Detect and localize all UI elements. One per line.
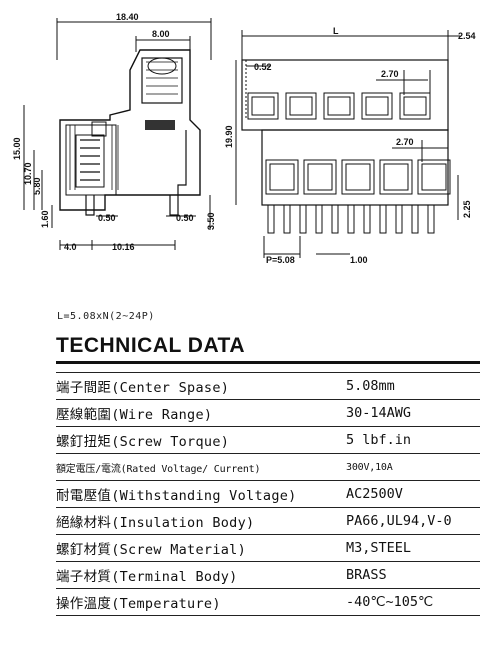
spec-label: 端子材質(Terminal Body) [56, 561, 332, 589]
spec-value: BRASS [332, 561, 480, 589]
dim-offset-052: 0.52 [254, 62, 272, 72]
dim-pin-050-left: 0.50 [98, 213, 116, 223]
spec-label: 操作溫度(Temperature) [56, 588, 332, 616]
top-screw-row [247, 92, 431, 120]
spec-label: 端子間距(Center Spase) [56, 372, 332, 400]
table-row: 端子間距(Center Spase)5.08mm [56, 372, 480, 400]
table-row: 額定電压/電流(Rated Voltage/ Current)300V,10A [56, 453, 480, 481]
spec-value: AC2500V [332, 480, 480, 508]
spec-value: PA66,UL94,V-0 [332, 507, 480, 535]
dim-height-15: 15.00 [12, 137, 22, 160]
side-view-labels: 18.40 8.00 15.00 10.70 5.80 1.60 0.50 0.… [12, 12, 216, 252]
table-row: 耐電壓值(Withstanding Voltage)AC2500V [56, 480, 480, 508]
spec-value: -40℃~105℃ [332, 588, 480, 616]
dim-height-1070: 10.70 [23, 162, 33, 185]
dim-height-225: 2.25 [462, 200, 472, 218]
dim-height-160: 1.60 [40, 210, 50, 228]
spec-value: 30-14AWG [332, 399, 480, 427]
page-title: TECHNICAL DATA [56, 334, 245, 357]
spec-value: 5 lbf.in [332, 426, 480, 454]
dim-span-1016: 10.16 [112, 242, 135, 252]
dim-height-580: 5.80 [32, 177, 42, 195]
spec-value: M3,STEEL [332, 534, 480, 562]
title-divider [56, 361, 480, 364]
front-view-labels: L 2.54 0.52 2.70 19.90 2.70 2.25 P=5.08 … [224, 26, 476, 265]
spec-label: 螺釘扭矩(Screw Torque) [56, 426, 332, 454]
spec-label: 耐電壓值(Withstanding Voltage) [56, 480, 332, 508]
dim-overall-width: 18.40 [116, 12, 139, 22]
dim-screw-270-bottom: 2.70 [396, 137, 414, 147]
table-row: 操作溫度(Temperature)-40℃~105℃ [56, 588, 480, 616]
bottom-screw-row [265, 159, 451, 195]
dim-pin-100: 1.00 [350, 255, 368, 265]
spec-label: 壓線範圍(Wire Range) [56, 399, 332, 427]
dim-depth-350: 3.50 [206, 212, 216, 230]
technical-drawing: 18.40 8.00 15.00 10.70 5.80 1.60 0.50 0.… [12, 12, 476, 265]
table-row: 螺釘扭矩(Screw Torque)5 lbf.in [56, 426, 480, 454]
dim-length-L: L [333, 26, 339, 36]
front-view [235, 30, 460, 258]
dim-pitch-40: 4.0 [64, 242, 77, 252]
spec-label: 絕緣材料(Insulation Body) [56, 507, 332, 535]
length-formula: L=5.08xN(2~24P) [57, 311, 155, 322]
spec-value: 5.08mm [332, 372, 480, 400]
dim-height-1990: 19.90 [224, 125, 234, 148]
table-row: 螺釘材質(Screw Material)M3,STEEL [56, 534, 480, 562]
table-row: 端子材質(Terminal Body)BRASS [56, 561, 480, 589]
table-row: 絕緣材料(Insulation Body)PA66,UL94,V-0 [56, 507, 480, 535]
table-row: 壓線範圍(Wire Range)30-14AWG [56, 399, 480, 427]
side-view [23, 18, 212, 250]
dim-top-width: 8.00 [152, 29, 170, 39]
spec-label: 額定電压/電流(Rated Voltage/ Current) [56, 453, 332, 481]
pin-row [267, 204, 435, 234]
spec-label: 螺釘材質(Screw Material) [56, 534, 332, 562]
dim-offset-254: 2.54 [458, 31, 476, 41]
dim-screw-270-top: 2.70 [381, 69, 399, 79]
dim-pitch-label: P=5.08 [266, 255, 295, 265]
dim-pin-050-right: 0.50 [176, 213, 194, 223]
spec-value: 300V,10A [332, 453, 480, 481]
